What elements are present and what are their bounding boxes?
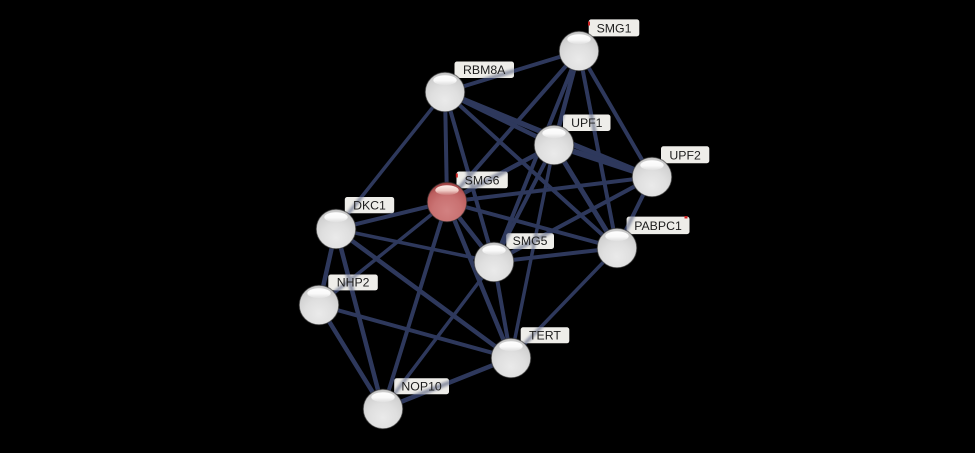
svg-text:NOP10: NOP10	[401, 379, 441, 393]
svg-text:SMG1: SMG1	[597, 22, 632, 36]
svg-text:DKC1: DKC1	[353, 198, 386, 212]
svg-text:UPF2: UPF2	[669, 148, 701, 162]
svg-text:SMG6: SMG6	[465, 173, 500, 187]
svg-text:PABPC1: PABPC1	[634, 219, 682, 233]
svg-text:UPF1: UPF1	[571, 116, 603, 130]
svg-text:SMG5: SMG5	[513, 234, 548, 248]
svg-text:RBM8A: RBM8A	[463, 63, 506, 77]
svg-text:TERT: TERT	[529, 328, 561, 342]
svg-text:NHP2: NHP2	[337, 276, 370, 290]
